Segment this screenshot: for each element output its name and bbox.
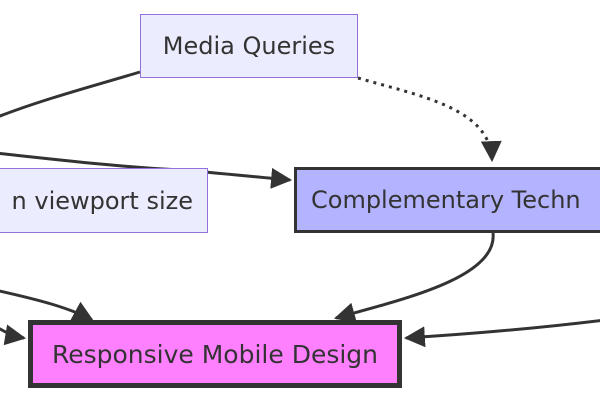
edge-offscreen-to-responsive-upper — [0, 289, 94, 322]
edge-offscreen-to-responsive-left — [0, 324, 27, 346]
edge-offscreen-right-to-responsive — [403, 319, 600, 348]
node-responsive-mobile-design[interactable]: Responsive Mobile Design — [28, 320, 402, 388]
edge-complementary-to-responsive — [333, 232, 495, 323]
node-complementary-techniques[interactable]: Complementary Techn — [294, 167, 600, 233]
node-complementary-techniques-label: Complementary Techn — [311, 186, 581, 214]
node-responsive-mobile-design-label: Responsive Mobile Design — [51, 339, 379, 369]
node-viewport-size-label: n viewport size — [11, 186, 193, 215]
edge-offscreen-to-media-queries — [0, 70, 141, 118]
node-media-queries[interactable]: Media Queries — [140, 14, 358, 78]
node-media-queries-label: Media Queries — [162, 32, 336, 60]
node-viewport-size[interactable]: n viewport size — [0, 168, 208, 233]
edge-media-queries-to-complementary — [357, 76, 502, 163]
